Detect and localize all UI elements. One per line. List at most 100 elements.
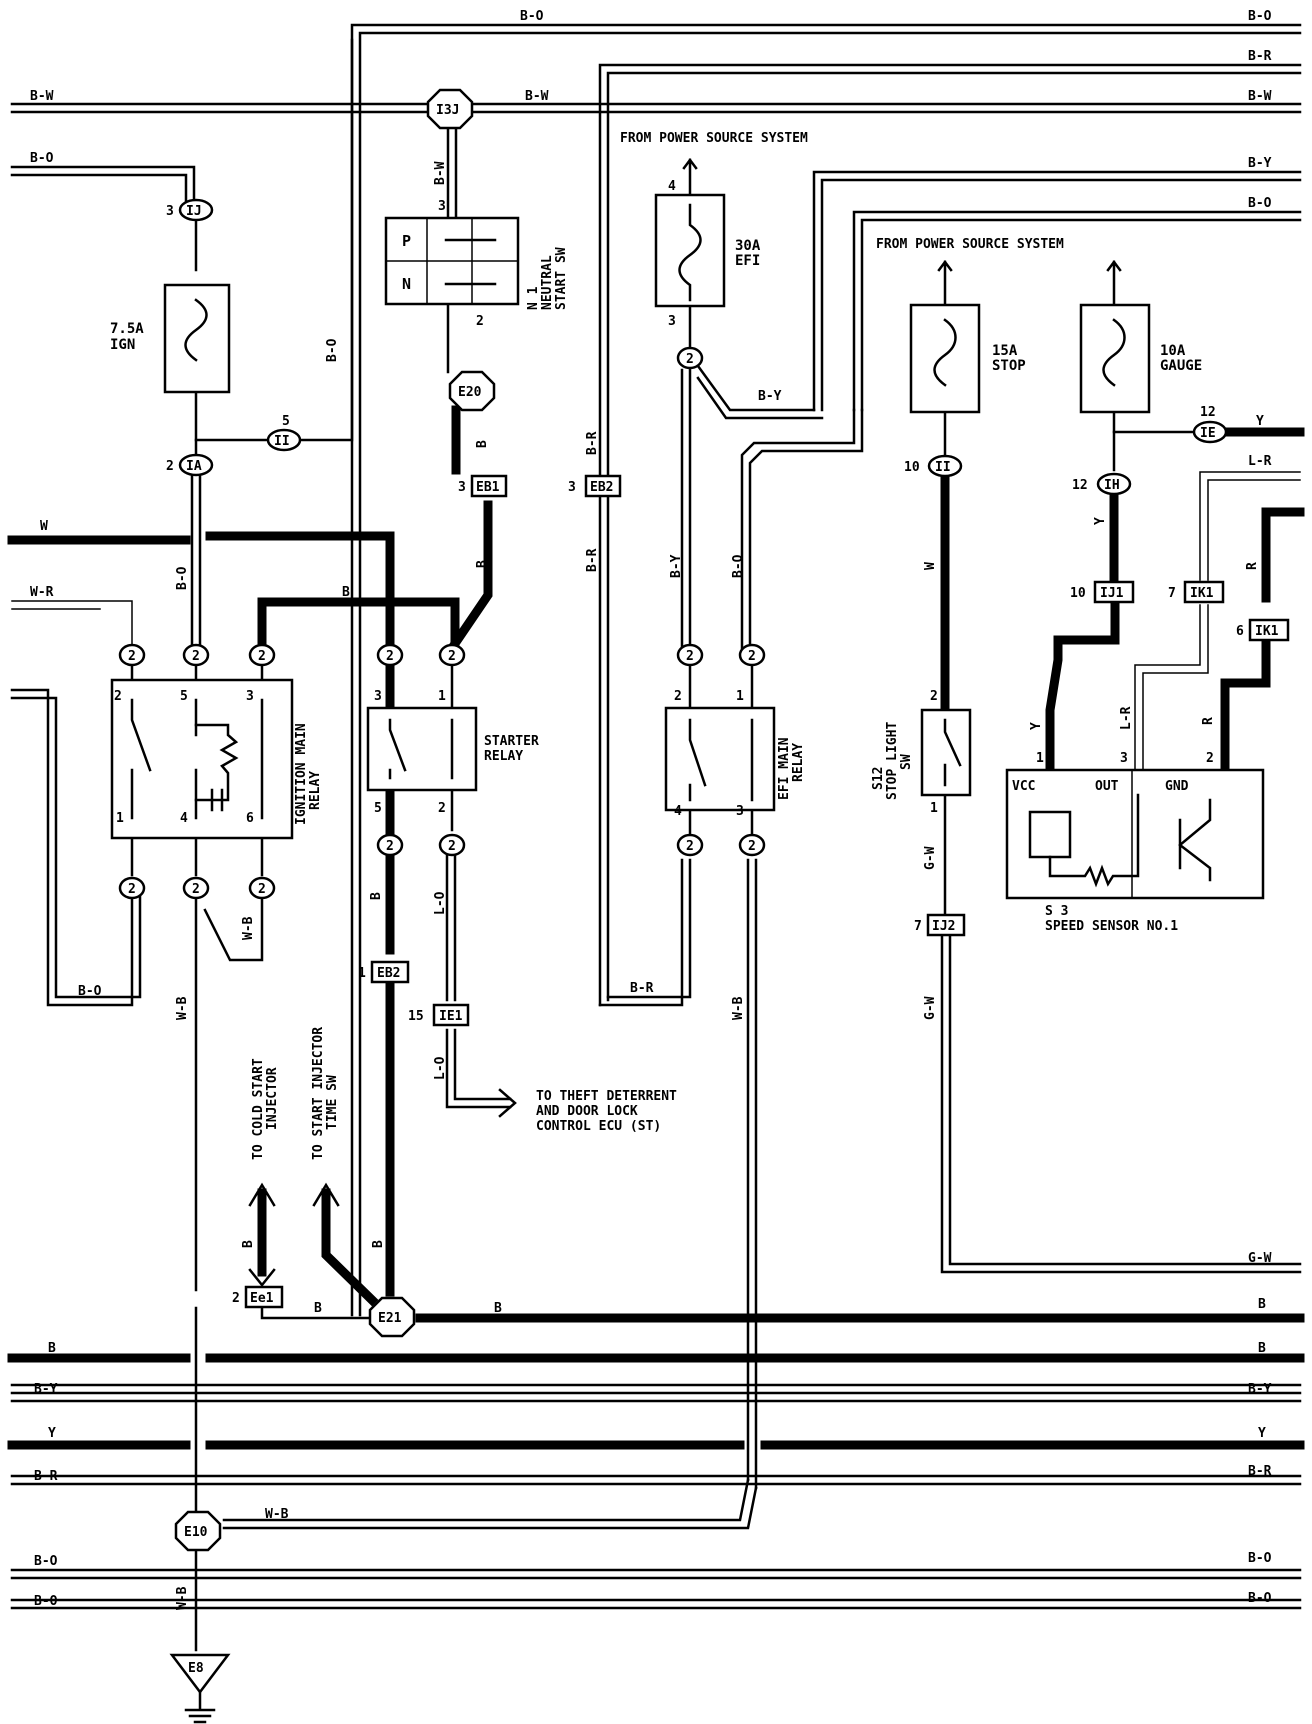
svg-text:B: B bbox=[241, 1240, 256, 1248]
svg-text:L-R: L-R bbox=[1119, 706, 1134, 730]
svg-text:B-W: B-W bbox=[525, 89, 549, 104]
svg-text:2: 2 bbox=[128, 882, 136, 897]
svg-text:2: 2 bbox=[448, 839, 456, 854]
cold-start-label-1: TO COLD START bbox=[251, 1058, 266, 1160]
starter-relay bbox=[366, 706, 478, 792]
speed-sensor-label-1: S 3 bbox=[1045, 904, 1068, 919]
svg-text:W-B: W-B bbox=[175, 1586, 190, 1610]
svg-text:B: B bbox=[314, 1301, 322, 1316]
from-power-source-2: FROM POWER SOURCE SYSTEM bbox=[876, 237, 1064, 252]
efi-main-relay bbox=[664, 706, 776, 812]
ign-section bbox=[130, 38, 460, 1652]
svg-text:2: 2 bbox=[166, 459, 174, 474]
svg-text:W-B: W-B bbox=[731, 996, 746, 1020]
svg-text:L-R: L-R bbox=[1248, 454, 1272, 469]
svg-text:E8: E8 bbox=[188, 1661, 204, 1676]
connector-ik1-b: IK1 bbox=[1248, 618, 1290, 642]
svg-text:II: II bbox=[935, 460, 951, 475]
svg-text:R: R bbox=[1245, 562, 1260, 570]
svg-text:2: 2 bbox=[192, 649, 200, 664]
switch-n: N bbox=[402, 275, 411, 293]
svg-text:B: B bbox=[342, 585, 350, 600]
ignition-main-relay bbox=[110, 678, 294, 840]
svg-text:2: 2 bbox=[232, 1291, 240, 1306]
svg-text:B-O: B-O bbox=[1248, 1591, 1272, 1606]
svg-text:5: 5 bbox=[180, 689, 188, 704]
svg-text:B: B bbox=[369, 892, 384, 900]
svg-text:1: 1 bbox=[1036, 751, 1044, 766]
svg-text:B-R: B-R bbox=[1248, 49, 1272, 64]
svg-text:7: 7 bbox=[1168, 586, 1176, 601]
theft-label-1: TO THEFT DETERRENT bbox=[536, 1089, 677, 1104]
svg-text:2: 2 bbox=[192, 882, 200, 897]
connector-ij1: IJ1 bbox=[1093, 580, 1135, 604]
svg-text:B-O: B-O bbox=[1248, 1551, 1272, 1566]
plug-efi-1: 2 bbox=[738, 643, 766, 667]
svg-text:B-R: B-R bbox=[34, 1469, 58, 1484]
svg-text:2: 2 bbox=[258, 649, 266, 664]
svg-text:5: 5 bbox=[374, 801, 382, 816]
svg-text:W-B: W-B bbox=[265, 1507, 289, 1522]
neutral-sw-label-3: START SW bbox=[554, 247, 569, 310]
svg-text:Y: Y bbox=[1256, 414, 1264, 429]
inline-connectors: IJ II IA IH IE II bbox=[178, 198, 1228, 496]
svg-text:1: 1 bbox=[930, 801, 938, 816]
fuse-gauge-label-1: 10A bbox=[1160, 343, 1186, 359]
plug-efi-fuse: 2 bbox=[676, 346, 704, 370]
svg-text:L-O: L-O bbox=[433, 1056, 448, 1080]
svg-text:IE: IE bbox=[1200, 426, 1216, 441]
stop-sw-label-3: SW bbox=[899, 754, 914, 770]
connector-ii-stop: II bbox=[927, 454, 963, 478]
svg-text:IJ1: IJ1 bbox=[1100, 586, 1124, 601]
plug-efi-4: 2 bbox=[676, 833, 704, 857]
svg-text:3: 3 bbox=[1120, 751, 1128, 766]
svg-text:IH: IH bbox=[1104, 478, 1120, 493]
svg-text:II: II bbox=[274, 434, 290, 449]
svg-text:G-W: G-W bbox=[1248, 1251, 1272, 1266]
neutral-sw-section bbox=[445, 120, 493, 655]
efi-section bbox=[222, 157, 864, 1530]
svg-text:2: 2 bbox=[686, 839, 694, 854]
svg-text:B-O: B-O bbox=[520, 9, 544, 24]
svg-text:B: B bbox=[1258, 1341, 1266, 1356]
cold-start-label-2: INJECTOR bbox=[265, 1067, 280, 1130]
svg-text:B-O: B-O bbox=[175, 566, 190, 590]
svg-text:15: 15 bbox=[408, 1009, 424, 1024]
svg-text:W-B: W-B bbox=[175, 996, 190, 1020]
svg-text:B: B bbox=[48, 1341, 56, 1356]
svg-text:E21: E21 bbox=[378, 1311, 402, 1326]
svg-text:B-Y: B-Y bbox=[1248, 1382, 1272, 1397]
svg-text:Y: Y bbox=[48, 1426, 56, 1441]
plug-ign-b6: 2 bbox=[248, 876, 276, 900]
svg-text:IK1: IK1 bbox=[1190, 586, 1214, 601]
svg-text:3: 3 bbox=[438, 199, 446, 214]
svg-text:Y: Y bbox=[1029, 722, 1044, 730]
fuse-stop-label-1: 15A bbox=[992, 343, 1018, 359]
connector-ik1-a: IK1 bbox=[1183, 580, 1225, 604]
connector-ih: IH bbox=[1096, 472, 1132, 496]
plug-ign-b1: 2 bbox=[118, 876, 146, 900]
plug-st-5: 2 bbox=[376, 833, 404, 857]
svg-text:B-R: B-R bbox=[1248, 1464, 1272, 1479]
starter-relay-label-2: RELAY bbox=[484, 749, 523, 764]
svg-text:12: 12 bbox=[1072, 478, 1088, 493]
svg-text:EB1: EB1 bbox=[476, 480, 500, 495]
ign-relay-label-2: RELAY bbox=[308, 771, 323, 810]
fuse-ign-label-2: IGN bbox=[110, 337, 135, 353]
svg-text:6: 6 bbox=[246, 811, 254, 826]
svg-text:B-W: B-W bbox=[433, 161, 448, 185]
svg-text:2: 2 bbox=[386, 649, 394, 664]
svg-text:B-O: B-O bbox=[34, 1554, 58, 1569]
connector-ij: IJ bbox=[178, 198, 214, 222]
svg-text:2: 2 bbox=[258, 882, 266, 897]
svg-text:B-O: B-O bbox=[731, 554, 746, 578]
svg-text:3: 3 bbox=[166, 204, 174, 219]
svg-text:3: 3 bbox=[736, 804, 744, 819]
svg-text:E20: E20 bbox=[458, 385, 482, 400]
svg-text:E10: E10 bbox=[184, 1525, 208, 1540]
fuse-efi-label-1: 30A bbox=[735, 238, 761, 254]
svg-text:4: 4 bbox=[674, 804, 682, 819]
svg-text:I3J: I3J bbox=[436, 103, 459, 118]
svg-text:B-O: B-O bbox=[34, 1594, 58, 1609]
switch-p: P bbox=[402, 232, 411, 250]
